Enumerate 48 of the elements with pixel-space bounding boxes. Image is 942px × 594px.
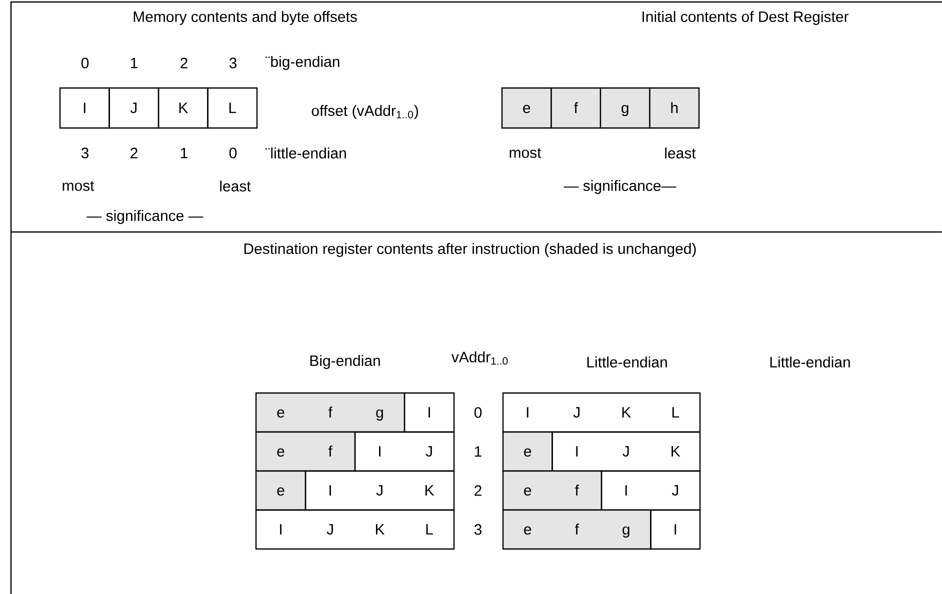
register-segment: I J xyxy=(354,431,455,472)
endian-label: ¨little-endian xyxy=(266,148,346,158)
register-segment: I J K xyxy=(304,470,455,511)
byte-offset: 1 xyxy=(130,58,138,68)
register-segment: e xyxy=(255,470,306,511)
significance-label: — significance — xyxy=(86,210,204,224)
register-cell: f xyxy=(550,87,602,129)
byte-offset: 1 xyxy=(180,148,188,158)
register-segment: e f xyxy=(502,470,602,511)
column-heading: Little-endian xyxy=(587,356,667,368)
byte-offset: 0 xyxy=(81,58,89,68)
byte-offset: 0 xyxy=(229,148,237,158)
column-heading: Little-endian xyxy=(770,356,850,368)
significance-label: least xyxy=(665,148,696,158)
register-cell: e xyxy=(501,87,552,129)
section-heading: Destination register contents after instruction (shaded is unchanged) xyxy=(244,243,696,257)
register-segment: I J K L xyxy=(255,509,455,550)
significance-label: most xyxy=(510,148,542,158)
column-heading: vAddr$_{1..0}$ xyxy=(451,351,508,365)
byte-offset: 3 xyxy=(229,58,237,68)
register-segment: e f g xyxy=(255,392,406,433)
significance-label: most xyxy=(62,181,94,191)
memory-cell: J xyxy=(108,87,160,129)
endian-label: ¨big-endian xyxy=(266,56,340,70)
register-cell: h xyxy=(649,87,700,129)
row-offset: 0 xyxy=(474,407,482,418)
significance-label: — significance— xyxy=(564,180,676,194)
register-segment: e xyxy=(502,431,553,472)
register-segment: I xyxy=(650,509,701,550)
memory-cell: I xyxy=(59,87,110,129)
register-cell: g xyxy=(600,87,650,129)
row-offset: 1 xyxy=(474,446,482,457)
byte-offset: 2 xyxy=(130,148,138,158)
section-heading: Initial contents of Dest Register xyxy=(642,11,848,25)
row-offset: 2 xyxy=(474,485,482,496)
significance-label: least xyxy=(220,180,251,192)
memory-cell: L xyxy=(207,87,258,129)
column-heading: Big-endian xyxy=(310,355,380,369)
row-offset: 3 xyxy=(474,524,482,535)
register-segment: I J K L xyxy=(502,392,701,433)
register-segment: e f xyxy=(255,431,356,472)
byte-offset: 2 xyxy=(180,58,188,68)
byte-offset: 3 xyxy=(81,148,89,158)
register-segment: e f g xyxy=(502,509,652,550)
offset-label: offset (vAddr$_{1..0}$) xyxy=(312,105,418,119)
memory-cell: K xyxy=(158,87,208,129)
section-heading: Memory contents and byte offsets xyxy=(134,11,357,25)
register-segment: I xyxy=(404,392,455,433)
